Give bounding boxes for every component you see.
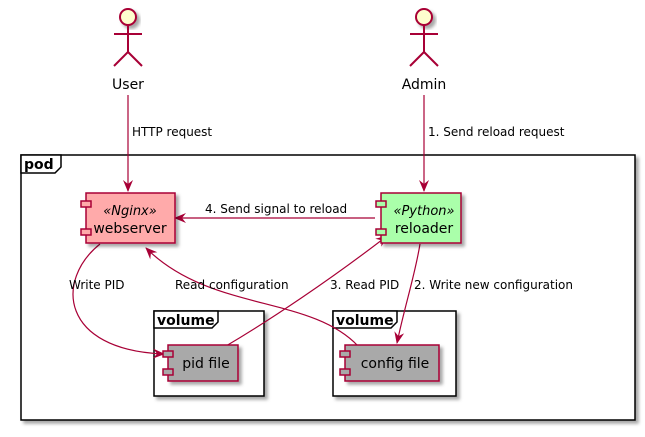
component-icon xyxy=(162,350,174,358)
edge-label-write-new-configuration: 2. Write new configuration xyxy=(414,278,573,292)
edge-label-send-signal: 4. Send signal to reload xyxy=(205,202,347,216)
component-icon xyxy=(339,350,351,358)
actor-admin-label: Admin xyxy=(402,77,447,93)
actor-admin xyxy=(409,8,439,67)
component-reloader-label: reloader xyxy=(395,221,454,237)
component-icon xyxy=(162,368,174,376)
edge-label-read-configuration: Read configuration xyxy=(175,278,289,292)
edge-label-read-pid: 3. Read PID xyxy=(330,278,399,292)
component-webserver[interactable]: «Nginx» webserver xyxy=(80,192,176,244)
volume-frame-config-label: volume xyxy=(336,313,394,329)
actor-user-label: User xyxy=(112,77,144,93)
component-pid-file-label: pid file xyxy=(182,356,229,372)
component-icon xyxy=(80,228,92,236)
component-reloader[interactable]: «Python» reloader xyxy=(375,192,462,244)
edge-read-configuration xyxy=(145,247,359,347)
component-config-file-label: config file xyxy=(361,356,430,372)
actor-user-head xyxy=(119,8,137,26)
edges xyxy=(72,95,429,359)
edge-label-write-pid: Write PID xyxy=(69,278,125,292)
component-icon xyxy=(375,228,387,236)
actor-user xyxy=(113,8,143,67)
edge-label-http-request: HTTP request xyxy=(132,125,212,139)
edge-write-pid xyxy=(72,243,165,359)
component-webserver-stereotype: «Nginx» xyxy=(103,204,157,219)
component-reloader-stereotype: «Python» xyxy=(393,204,454,219)
component-config-file[interactable]: config file xyxy=(339,344,440,382)
component-icon xyxy=(375,200,387,208)
volume-frame-pid-label: volume xyxy=(157,313,215,329)
actor-admin-head xyxy=(415,8,433,26)
component-icon xyxy=(80,200,92,208)
component-webserver-label: webserver xyxy=(93,221,167,237)
edge-read-pid xyxy=(225,235,388,347)
edge-label-send-reload-request: 1. Send reload request xyxy=(428,125,565,139)
pod-frame-label: pod xyxy=(24,157,54,173)
component-pid-file[interactable]: pid file xyxy=(162,344,239,382)
component-icon xyxy=(339,368,351,376)
edge-write-new-configuration xyxy=(394,243,421,344)
